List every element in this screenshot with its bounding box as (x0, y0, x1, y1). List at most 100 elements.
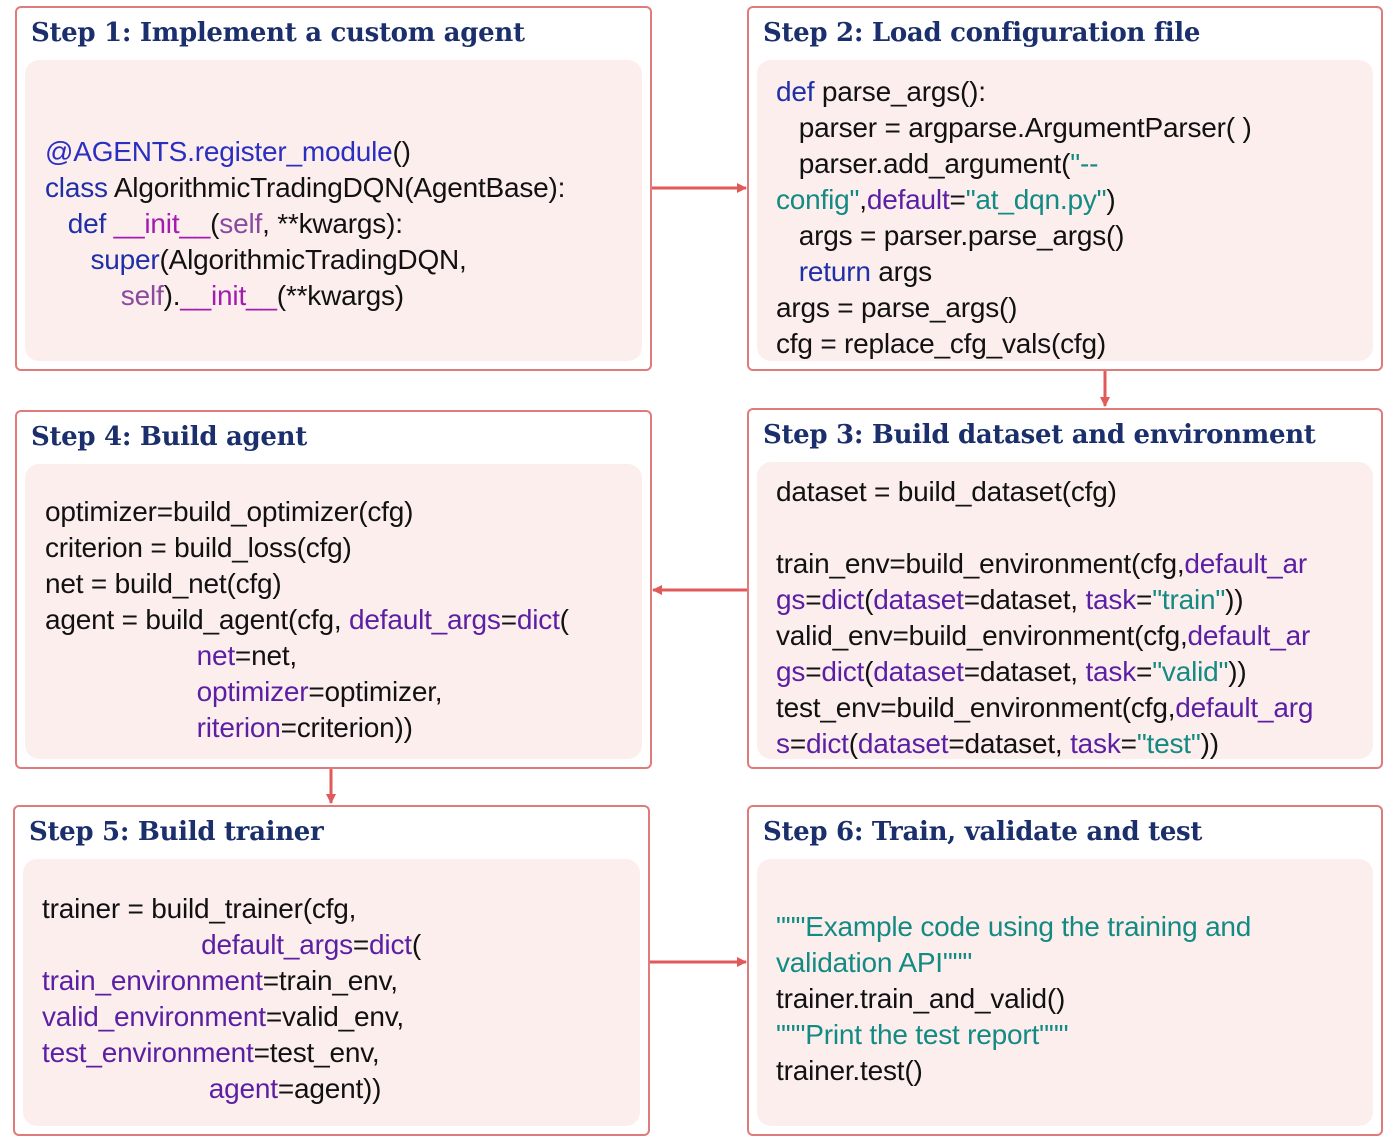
code-token: = (805, 584, 822, 615)
code-token: default (866, 184, 950, 215)
code-token: "train" (1152, 584, 1226, 615)
code-token: riterion (196, 712, 281, 743)
step-1-panel: @AGENTS.register_module()class Algorithm… (25, 60, 642, 361)
code-token: criterion = build_loss(cfg) (45, 532, 352, 563)
step-4-code: optimizer=build_optimizer(cfg)criterion … (45, 494, 569, 746)
code-token: dataset (873, 656, 964, 687)
code-token: AlgorithmicTradingDQN(AgentBase): (107, 172, 566, 203)
code-line: trainer.test() (776, 1053, 1251, 1089)
step-5-code: trainer = build_trainer(cfg, default_arg… (42, 891, 421, 1107)
code-token: , (859, 184, 867, 215)
code-token: () (392, 136, 411, 167)
step-6-title: Step 6: Train, validate and test (763, 817, 1203, 847)
code-line: default_args=dict( (42, 927, 421, 963)
code-token: default_args (201, 929, 353, 960)
code-line: class AlgorithmicTradingDQN(AgentBase): (45, 170, 565, 206)
code-token: "at_dqn.py" (965, 184, 1107, 215)
code-line: @AGENTS.register_module() (45, 134, 565, 170)
step-4-box: Step 4: Build agent optimizer=build_opti… (15, 410, 652, 769)
code-token: default_args (349, 604, 501, 635)
code-token: "test" (1136, 728, 1201, 759)
step-4-title: Step 4: Build agent (31, 422, 307, 452)
step-3-panel: dataset = build_dataset(cfg) train_env=bu… (757, 462, 1373, 759)
code-token: self (120, 280, 164, 311)
code-line: valid_environment=valid_env, (42, 999, 421, 1035)
code-token: = (1136, 656, 1153, 687)
code-token: parse_args(): (814, 76, 986, 107)
code-token: =optimizer, (308, 676, 443, 707)
step-3-box: Step 3: Build dataset and environment da… (747, 408, 1383, 769)
code-token: optimizer (196, 676, 309, 707)
code-token: =dataset, (963, 584, 1086, 615)
code-token: =dataset, (963, 656, 1086, 687)
code-token: train_environment (42, 965, 263, 996)
code-token: valid_environment (42, 1001, 266, 1032)
code-token: dict (516, 604, 560, 635)
code-token: ) (1106, 184, 1116, 215)
code-token: dataset = build_dataset(cfg) (776, 476, 1117, 507)
code-token: test_env=build_environment(cfg, (776, 692, 1176, 723)
code-token: =net, (234, 640, 297, 671)
code-token: task (1085, 656, 1137, 687)
code-token: "-- (1070, 148, 1099, 179)
code-token: =test_env, (253, 1037, 380, 1068)
code-line: config",default="at_dqn.py") (776, 182, 1252, 218)
code-line: parser.add_argument("-- (776, 146, 1252, 182)
code-token: dict (821, 656, 865, 687)
code-line: def __init__(self, **kwargs): (45, 206, 565, 242)
code-token: (AlgorithmicTradingDQN, (159, 244, 467, 275)
code-token: , **kwargs): (262, 208, 403, 239)
code-token: (**kwargs) (276, 280, 404, 311)
code-line: """Example code using the training and (776, 909, 1251, 945)
code-line: riterion=criterion)) (45, 710, 569, 746)
code-token: args = parse_args() (776, 292, 1018, 323)
code-line: agent = build_agent(cfg, default_args=di… (45, 602, 569, 638)
code-token: ( (411, 929, 421, 960)
step-3-code: dataset = build_dataset(cfg) train_env=bu… (776, 474, 1313, 762)
code-line: net=net, (45, 638, 569, 674)
code-line: super(AlgorithmicTradingDQN, (45, 242, 565, 278)
code-token: =valid_env, (265, 1001, 404, 1032)
code-token: =train_env, (262, 965, 398, 996)
code-line: net = build_net(cfg) (45, 566, 569, 602)
code-line: criterion = build_loss(cfg) (45, 530, 569, 566)
code-token: = (1136, 584, 1153, 615)
code-token: gs (776, 656, 806, 687)
code-line: parser = argparse.ArgumentParser( ) (776, 110, 1252, 146)
code-token: return (798, 256, 871, 287)
step-1-title: Step 1: Implement a custom agent (31, 18, 525, 48)
code-token: =criterion)) (280, 712, 413, 743)
code-token: @AGENTS.register_module (45, 136, 393, 167)
code-token: __init__ (113, 208, 211, 239)
step-2-code: def parse_args(): parser = argparse.Argu… (776, 74, 1252, 362)
code-token: gs (776, 584, 806, 615)
code-line: gs=dict(dataset=dataset, task="valid")) (776, 654, 1313, 690)
step-1-box: Step 1: Implement a custom agent @AGENTS… (15, 6, 652, 371)
step-3-title: Step 3: Build dataset and environment (763, 420, 1316, 450)
code-line: test_environment=test_env, (42, 1035, 421, 1071)
code-token: = (805, 656, 822, 687)
code-token: cfg = replace_cfg_vals(cfg) (776, 328, 1106, 359)
code-line: gs=dict(dataset=dataset, task="train")) (776, 582, 1313, 618)
code-token: "valid" (1152, 656, 1229, 687)
code-token: train_env=build_environment(cfg, (776, 548, 1185, 579)
code-token: ). (163, 280, 181, 311)
code-token: super (90, 244, 160, 275)
step-5-title: Step 5: Build trainer (29, 817, 324, 847)
code-token: default_arg (1175, 692, 1314, 723)
code-line: test_env=build_environment(cfg,default_a… (776, 690, 1313, 726)
code-token: class (45, 172, 108, 203)
code-token: dict (821, 584, 865, 615)
code-token: = (352, 929, 370, 960)
code-line: optimizer=build_optimizer(cfg) (45, 494, 569, 530)
step-2-title: Step 2: Load configuration file (763, 18, 1201, 48)
code-token: ( (864, 584, 874, 615)
code-token: self (219, 208, 263, 239)
code-token: dict (369, 929, 412, 960)
step-5-box: Step 5: Build trainer trainer = build_tr… (13, 805, 650, 1136)
code-token: task (1070, 728, 1121, 759)
code-token: def (67, 208, 107, 239)
code-token: config" (776, 184, 860, 215)
